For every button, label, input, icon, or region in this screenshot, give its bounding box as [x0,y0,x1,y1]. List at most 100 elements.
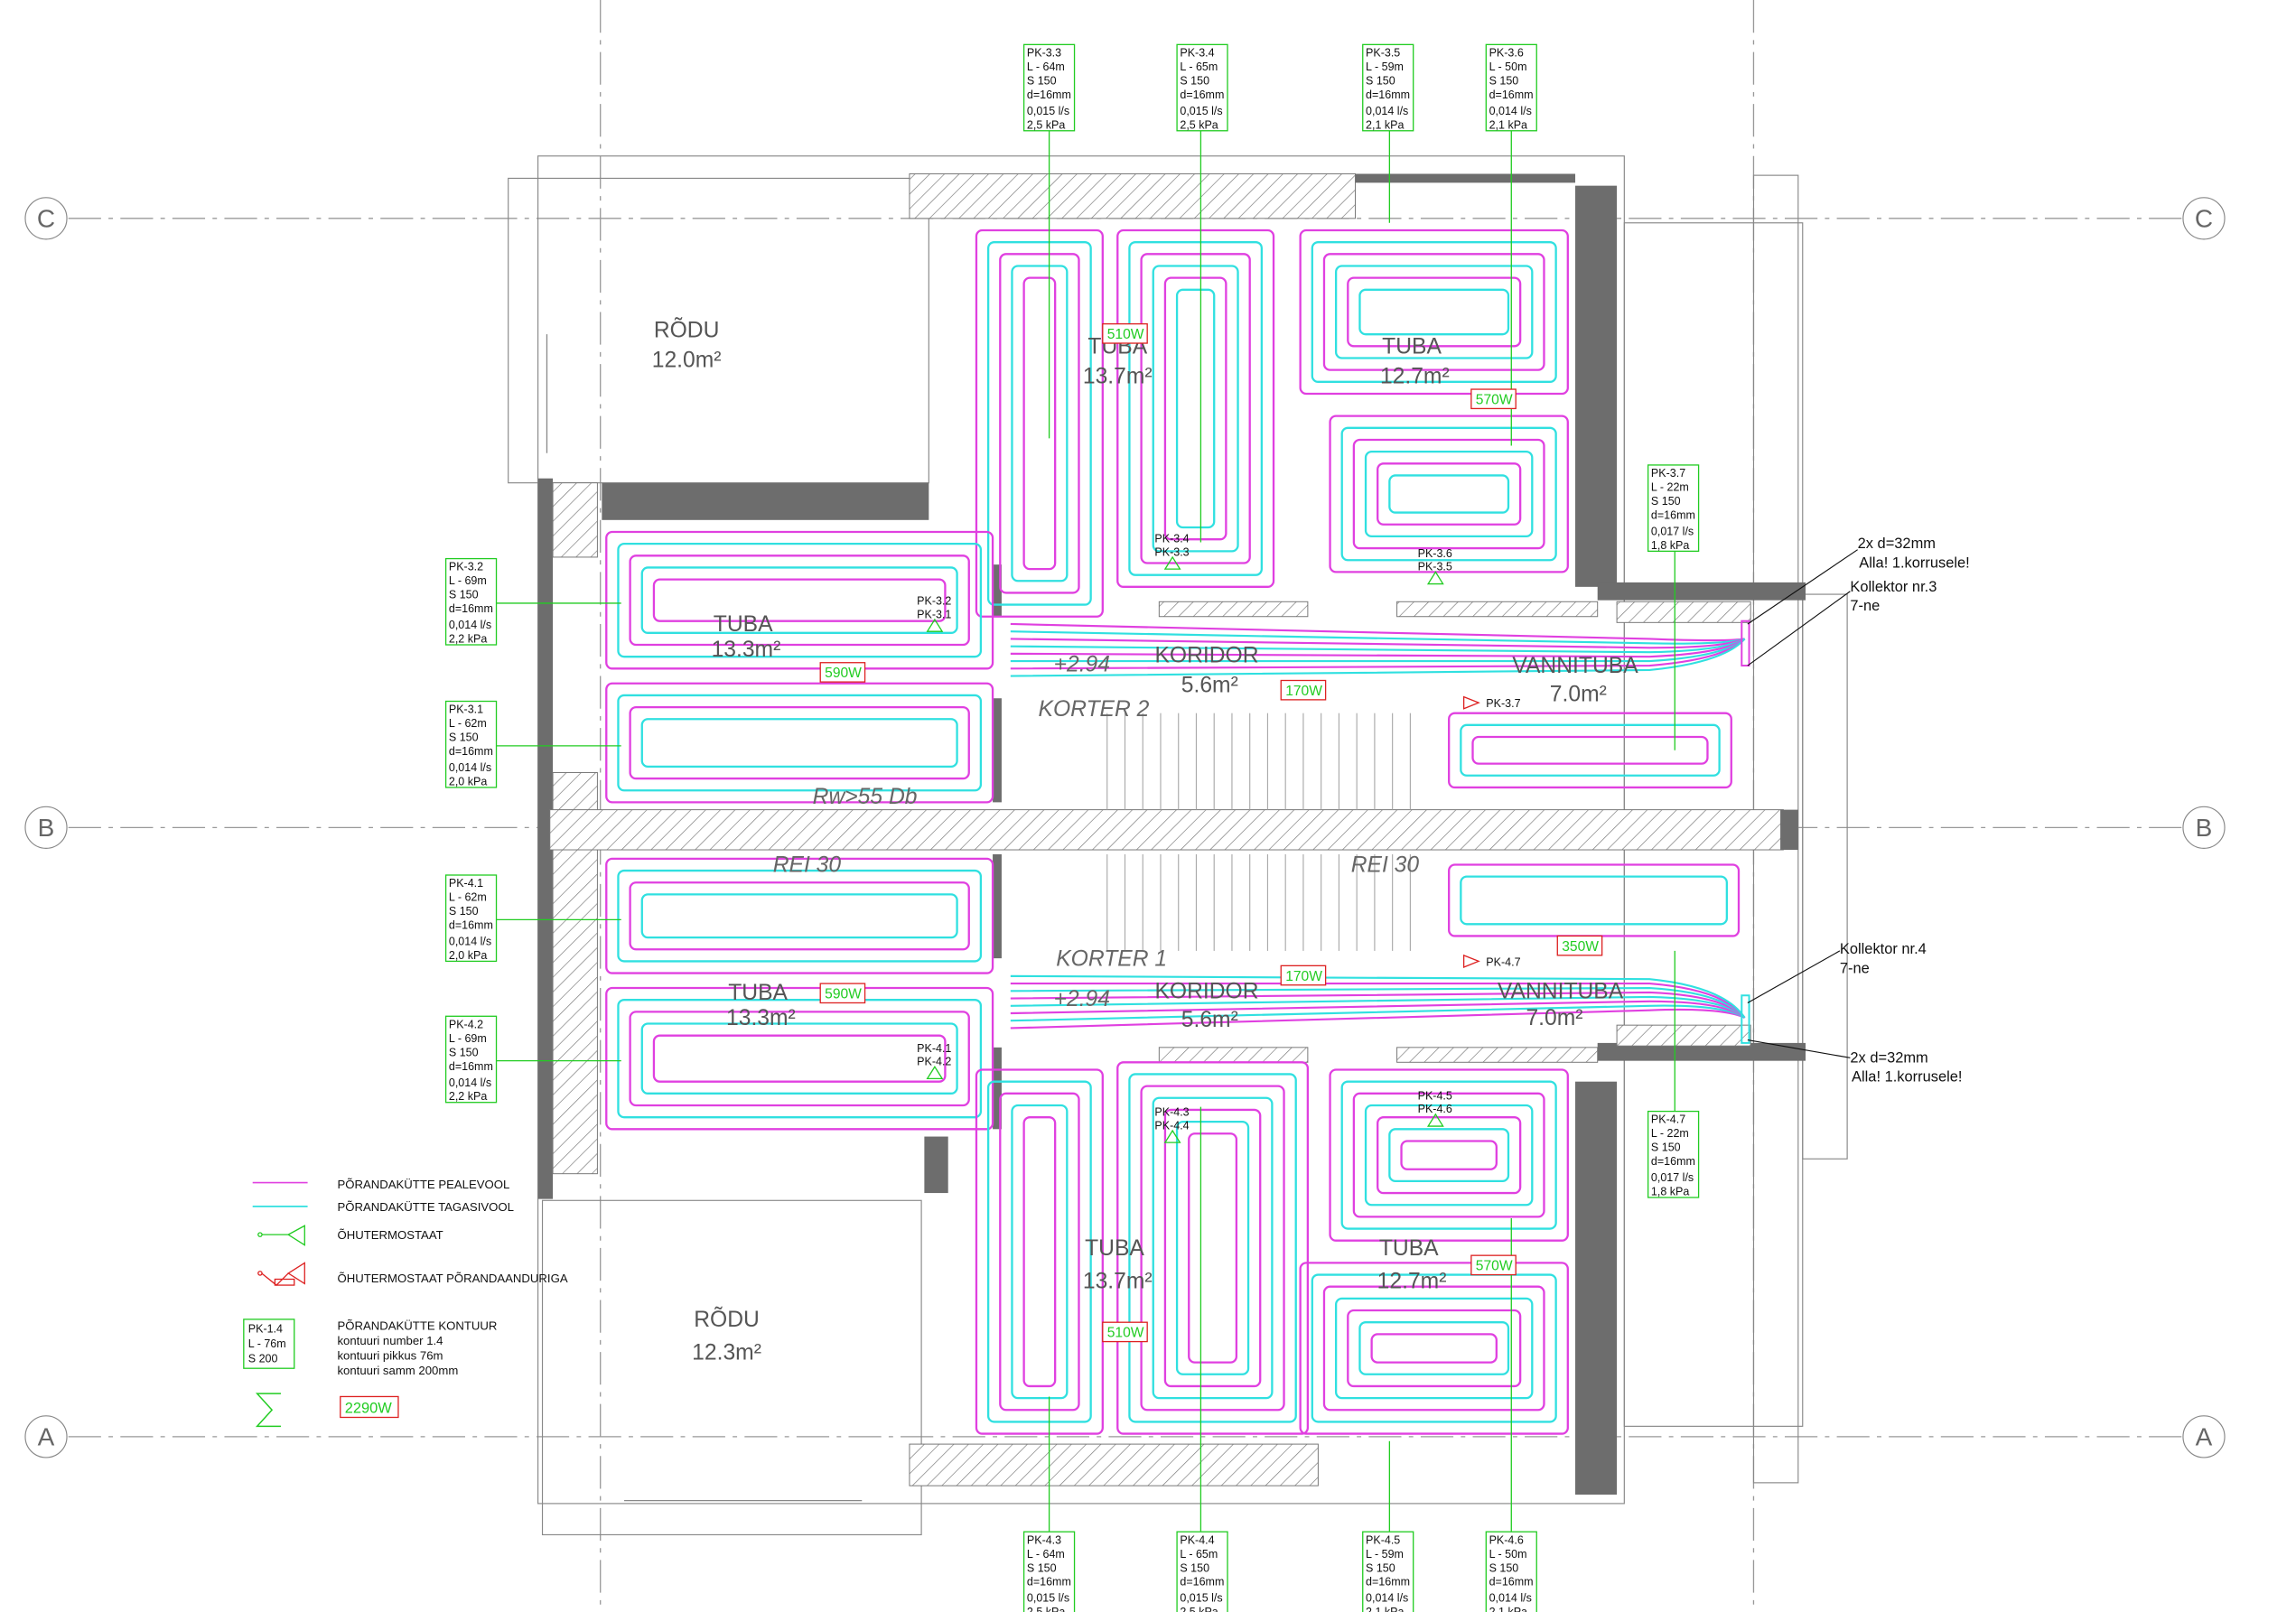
supply-pipe [1347,1309,1522,1388]
supply-pipe [1329,1068,1569,1242]
legend-return: PÕRANDAKÜTTE TAGASIVOOL [337,1200,513,1214]
sum-icon [255,1393,281,1428]
return-pipe [617,869,983,963]
thermostat-icon [1426,571,1444,585]
power-label-box [1556,935,1603,956]
return-pipe [640,893,958,939]
return-pipe [1388,474,1510,514]
supply-pipe [1471,735,1709,765]
grid-axis-markers: C B A C B A [24,197,2226,1458]
power-label: 510W [1102,1321,1148,1343]
thermostat-tag-label: PK-3.2 [917,595,951,608]
power-label: 170W [1280,679,1327,701]
circuit-spacing: S 150 [1180,74,1209,87]
axis-label-right-b: B [2196,814,2213,842]
room-name: TUBA [714,612,773,637]
supply-pipe [1370,1333,1498,1364]
walls [537,172,1806,1496]
circuit-flow: 0,014 l/s [1489,1592,1532,1605]
thermostat-tag-label: PK-4.3 [1154,1106,1189,1119]
thermostat-icon [1163,555,1181,570]
circuit-spacing: S 150 [1651,1141,1681,1154]
power-value: 350W [1562,939,1599,955]
power-value: 510W [1107,327,1144,342]
return-pipe [617,999,983,1119]
circuit-pressure: 2,5 kPa [1027,1606,1065,1612]
collector-count: 7-ne [1850,598,1880,614]
circuit-label-box [1485,1531,1537,1612]
circuit-diameter: d=16mm [1489,89,1534,101]
return-pipe [1364,1104,1534,1207]
return-pipe [1340,426,1557,562]
return-pipe [617,542,983,658]
return-pipe [1010,638,1746,677]
power-value: 170W [1285,969,1322,984]
return-pipe [1152,1096,1274,1400]
circuit-id: PK-3.2 [449,561,483,573]
legend-thermostat-floor: ÕHUTERMOSTAAT PÕRANDAANDURIGA [337,1272,567,1285]
thermostat-tag-label: PK-4.5 [1418,1089,1452,1102]
circuit-diameter: d=16mm [1180,1576,1224,1589]
circuit-diameter: d=16mm [449,745,493,758]
circuit-id: PK-4.6 [1489,1533,1524,1546]
power-label-box [1280,964,1327,986]
circuit-length: L - 22m [1651,481,1689,494]
room-name: KORIDOR [1154,980,1258,1004]
supply-pipe [1163,276,1227,541]
circuit-pressure: 2,1 kPa [1489,118,1527,131]
return-pipe [1011,1104,1069,1400]
circuit-flow: 0,014 l/s [449,935,491,947]
circuit-id: PK-3.3 [1027,47,1061,60]
legend-sample-spacing: S 200 [248,1353,278,1365]
legend-contour-title: PÕRANDAKÜTTE KONTUUR [337,1318,497,1332]
collector-count: 7-ne [1840,961,1870,977]
circuit-label-box [444,1015,498,1104]
floor-sensor-thermostat-icon [257,1262,305,1286]
circuit-label-box [1176,1531,1228,1612]
legend-total-power: 2290W [345,1401,393,1417]
return-pipe [1460,723,1721,777]
return-pipe [986,1080,1092,1423]
supply-pipe [1448,712,1732,789]
return-pipe [1011,265,1069,582]
collector-name: Kollektor nr.3 [1850,579,1937,595]
supply-pipe [1352,1092,1545,1218]
supply-pipe [1022,1116,1057,1388]
circuit-pressure: 2,2 kPa [449,1090,487,1103]
supply-pipe [1448,863,1741,937]
supply-pipe [629,1011,970,1107]
thermostat-tag: PK-4.1PK-4.2 [917,1042,951,1080]
circuit-spacing: S 150 [449,1046,479,1058]
supply-pipe [1322,253,1545,371]
return-pipe [640,1022,958,1095]
circuit-pressure: 1,8 kPa [1651,1186,1689,1198]
circuit-length: L - 62m [449,717,487,730]
circuit-id: PK-3.5 [1366,47,1400,60]
circuit-flow: 0,015 l/s [1180,105,1222,117]
legend-contour-step: kontuuri samm 200mm [337,1364,458,1377]
return-pipe [1340,1080,1557,1230]
circuit-spacing: S 150 [1366,74,1395,87]
thermostat-tag: PK-4.5PK-4.6 [1418,1089,1452,1127]
circuit-spacing: S 150 [1489,74,1519,87]
circuit-pressure: 1,8 kPa [1651,539,1689,552]
thermostat-tag: PK-3.4PK-3.3 [1154,532,1190,570]
circuit-id: PK-4.4 [1180,1533,1214,1546]
circuit-length: L - 62m [449,891,487,904]
power-label-box [1102,322,1148,344]
annotations: +2.94 KORTER 2 Rw>55 Db REI 30 REI 30 KO… [773,653,1420,1011]
room-area: 5.6m² [1181,1008,1238,1032]
room-area: 7.0m² [1550,683,1607,707]
supply-pipe [605,857,994,974]
circuit-flow: 0,014 l/s [1366,105,1408,117]
circuit-diameter: d=16mm [1651,1155,1695,1168]
power-label: 570W [1470,1254,1517,1276]
